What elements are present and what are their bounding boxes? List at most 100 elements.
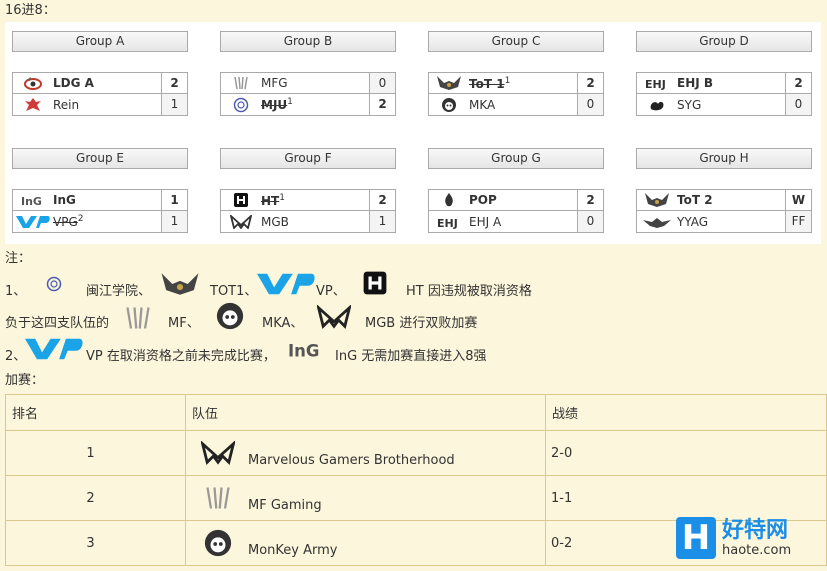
team-score: 2: [370, 189, 396, 211]
watermark-cn: 好特网: [722, 517, 789, 543]
group-title: Group E: [12, 148, 188, 169]
vp-logo-icon: [256, 270, 316, 298]
team-score: 0: [786, 94, 812, 116]
team-name-cell: HT1: [220, 189, 370, 211]
group-title: Group D: [636, 31, 812, 52]
group-title: Group G: [428, 148, 604, 169]
team-name: MF Gaming: [248, 497, 322, 513]
team-name: EHJ A: [469, 214, 502, 229]
team-row: SYG 0: [636, 94, 812, 116]
group-title: Group H: [636, 148, 812, 169]
team-score: 2: [578, 189, 604, 211]
mka-logo-icon: [198, 525, 238, 561]
team-name-cell: Rein: [12, 94, 162, 116]
mgb-logo-icon: [316, 303, 352, 331]
team-score: W: [786, 189, 812, 211]
mju-logo-icon: [40, 271, 68, 297]
pop-logo-icon: [429, 190, 469, 210]
team-name-cell: ToT 11: [428, 72, 578, 94]
team-name: MonKey Army: [248, 542, 338, 558]
team-score: 1: [162, 211, 188, 233]
syg-logo-icon: [637, 95, 677, 115]
svg-text:EHJ: EHJ: [645, 78, 666, 90]
team-score: 2: [370, 94, 396, 116]
team-name: Rein: [53, 97, 80, 112]
team-score: 1: [162, 94, 188, 116]
team-score: 0: [578, 211, 604, 233]
team-name: YYAG: [677, 214, 709, 229]
watermark-en: haote.com: [722, 542, 792, 558]
mfg-logo-icon: [122, 302, 154, 334]
team-name-cell: MGB: [220, 211, 370, 233]
team-name: VPG2: [53, 214, 84, 229]
team-name-cell: YYAG: [636, 211, 786, 233]
ht-logo-icon: [221, 190, 261, 210]
group-title: Group F: [220, 148, 396, 169]
team-name: POP: [469, 193, 497, 207]
team-name: SYG: [677, 97, 702, 112]
team-name: MFG: [261, 76, 288, 90]
team-name-cell: POP: [428, 189, 578, 211]
header-team: 队伍: [185, 394, 546, 431]
mka-logo-icon: [214, 300, 246, 332]
ht-logo-icon: [360, 268, 390, 298]
team-score: 0: [578, 94, 604, 116]
svg-text:InG: InG: [288, 342, 319, 361]
yyag-logo-icon: [637, 212, 677, 232]
team-name: MKA: [469, 97, 496, 112]
team-score: 2: [786, 72, 812, 94]
rein-logo-icon: [13, 95, 53, 115]
note-line1-t2: TOT1、: [210, 284, 258, 299]
footnote-marker: 1: [287, 97, 293, 107]
tot-logo-icon: [160, 268, 200, 300]
notes-title: 注：: [5, 251, 32, 266]
note-line3-t1: VP 在取消资格之前未完成比赛，: [86, 349, 276, 364]
ldg-logo-icon: [13, 73, 53, 93]
header-rank: 排名: [5, 394, 186, 431]
group-title: Group A: [12, 31, 188, 52]
team-name: LDG A: [53, 76, 94, 90]
mgb-logo-icon: [198, 435, 238, 471]
team-score: 1: [370, 211, 396, 233]
note-line3-prefix: 2、: [5, 349, 27, 364]
team-name: InG: [53, 193, 76, 207]
tot-logo-icon: [429, 73, 469, 93]
team-score: 1: [162, 189, 188, 211]
note-line1-t3: VP、: [316, 284, 346, 299]
mka-logo-icon: [429, 95, 469, 115]
mju-logo-icon: [221, 95, 261, 115]
group-title: Group C: [428, 31, 604, 52]
note-line2-prefix: 负于这四支队伍的: [5, 316, 110, 331]
record-cell: 1-1: [545, 475, 827, 521]
table-header-row: 排名 队伍 战绩: [5, 394, 827, 431]
note-line3-t2: InG 无需加赛直接进入8强: [335, 349, 487, 364]
rank-cell: 3: [5, 520, 186, 566]
note-line2-t1: MF、: [168, 316, 200, 331]
note-line1-prefix: 1、: [5, 284, 27, 299]
watermark-logo-icon: H: [676, 517, 716, 559]
team-name: Marvelous Gamers Brotherhood: [248, 452, 455, 468]
footnote-marker: 1: [279, 192, 285, 203]
team-name-cell: MJU1: [220, 94, 370, 116]
vp-logo-icon: [24, 335, 84, 363]
record-cell: 2-0: [545, 430, 827, 476]
ing-logo-icon: InG: [286, 334, 326, 364]
team-name-cell: SYG: [636, 94, 786, 116]
footnote-marker: 2: [77, 214, 84, 224]
team-name: MJU1: [261, 97, 293, 112]
team-row: VPG2 1: [12, 211, 188, 233]
team-score: FF: [786, 211, 812, 233]
